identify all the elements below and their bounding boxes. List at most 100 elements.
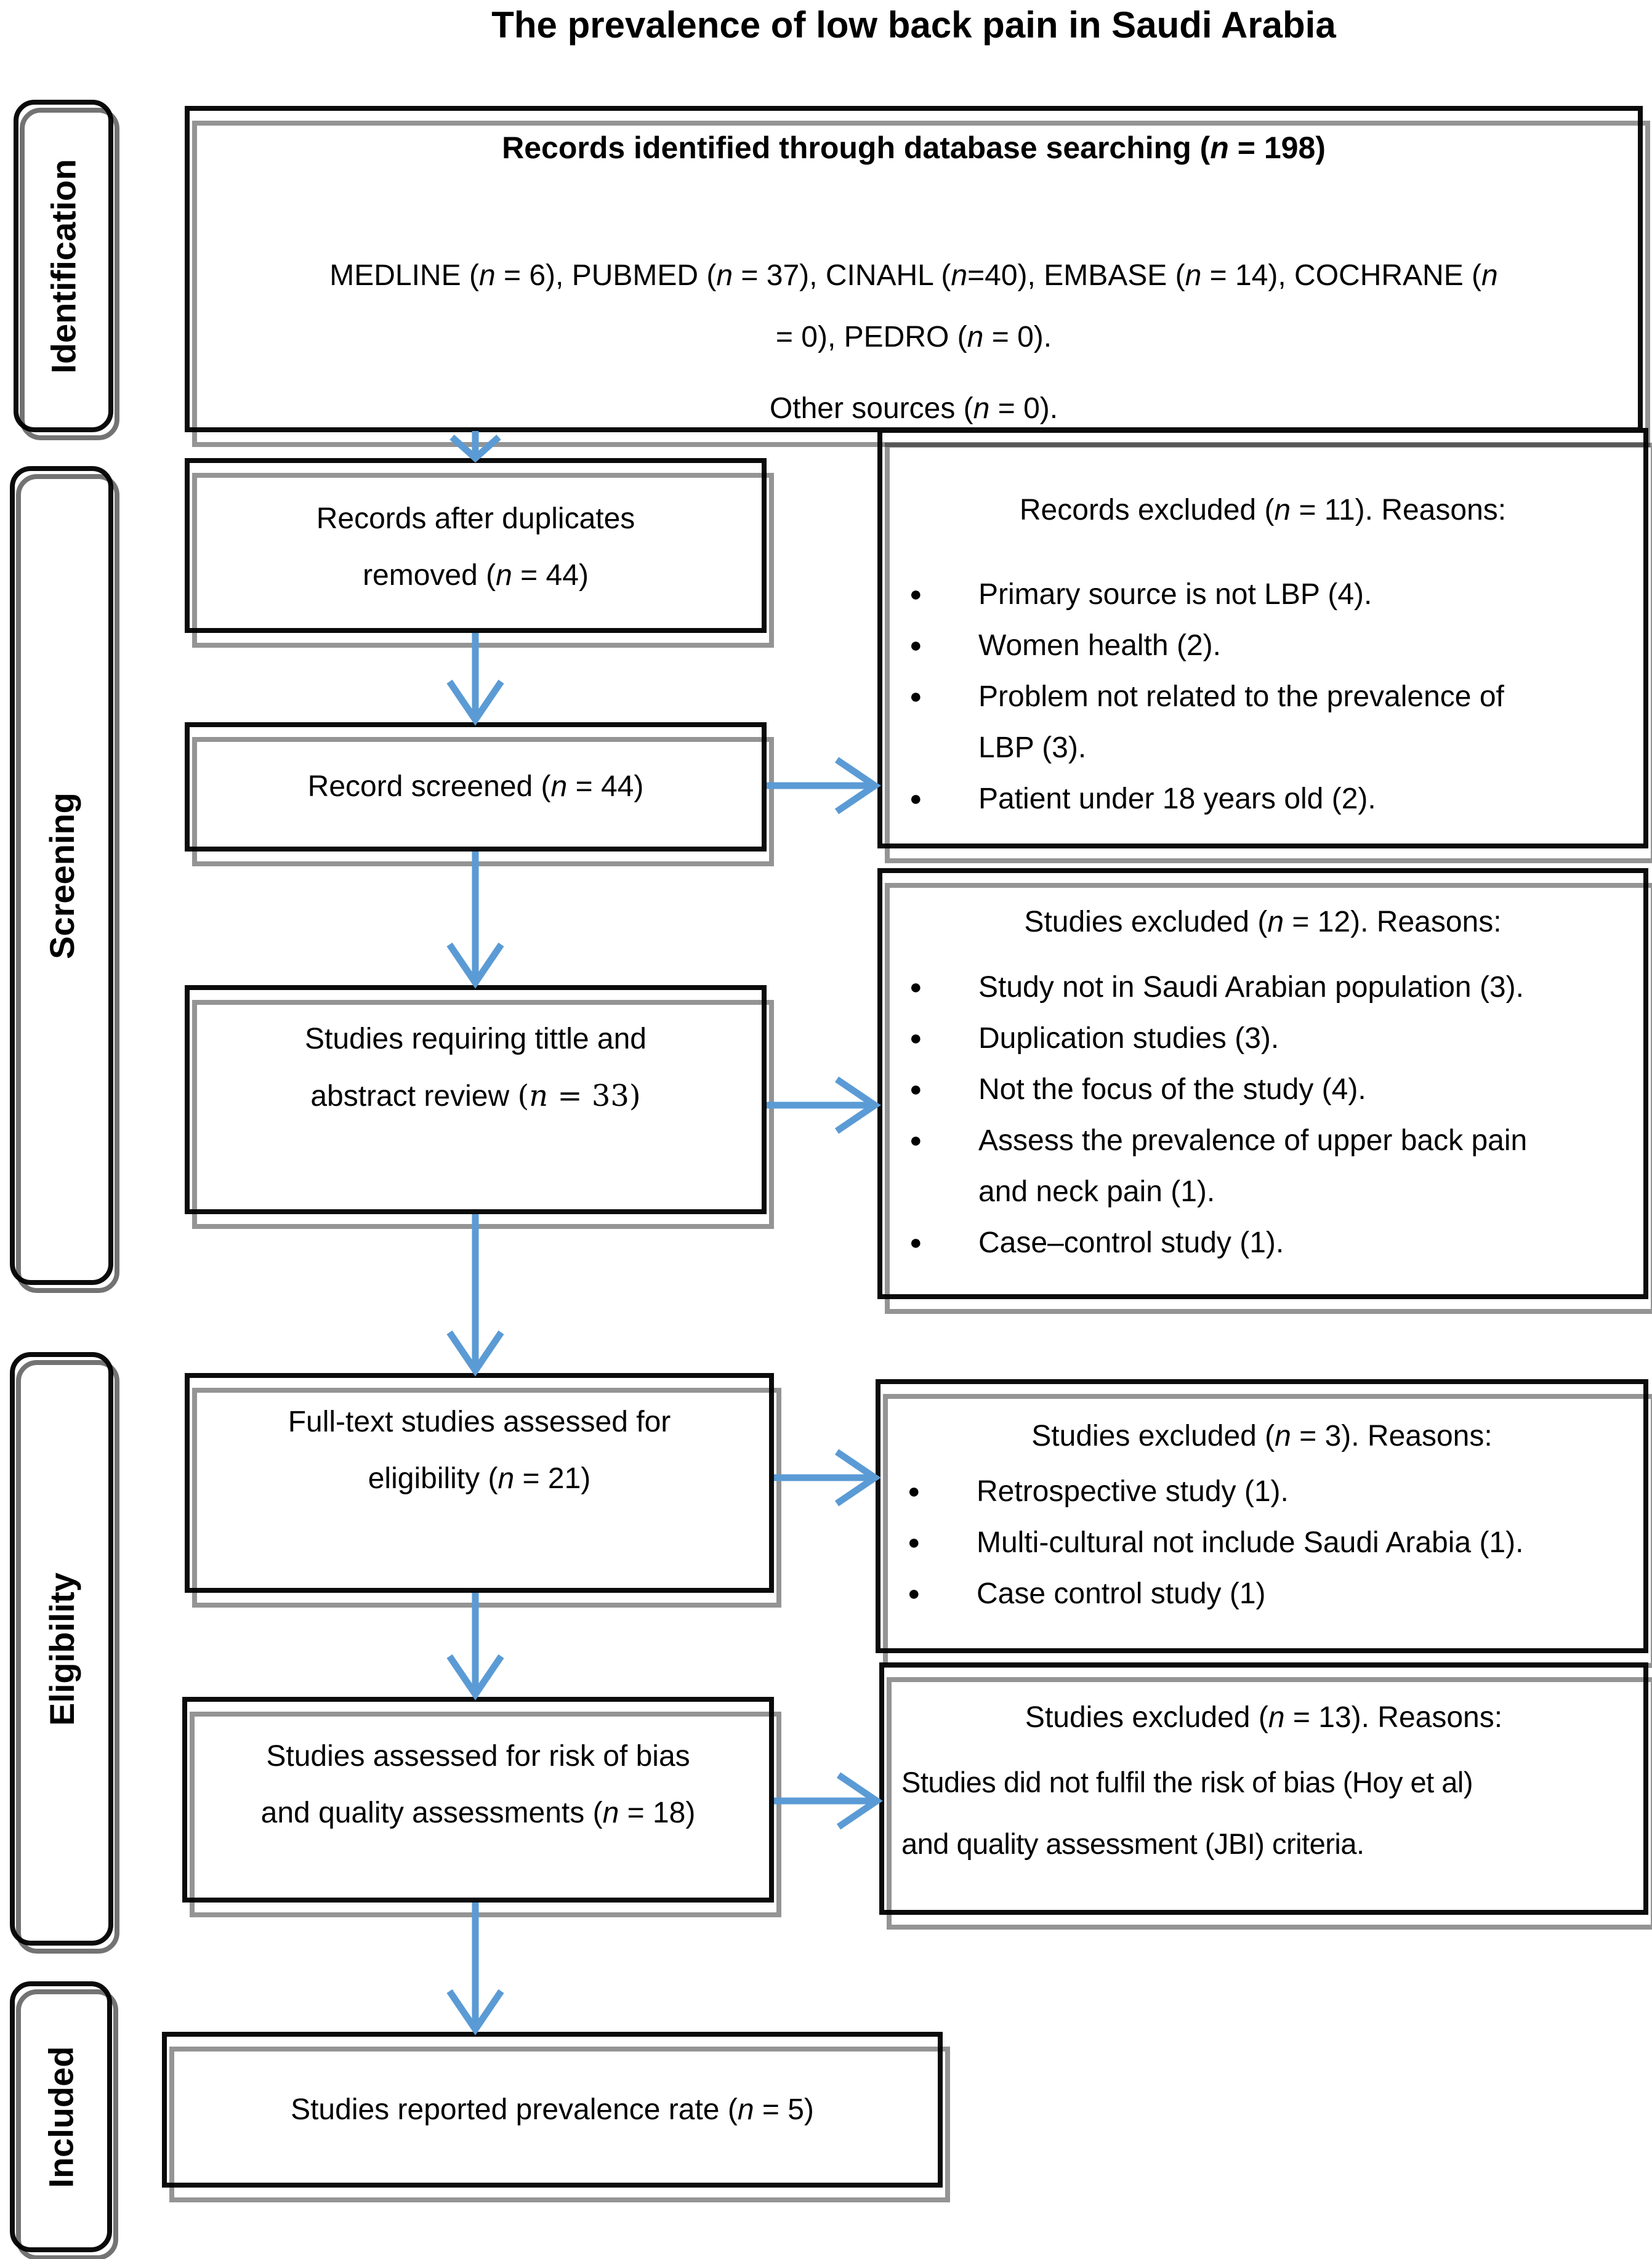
- text-line: Studies assessed for risk of bias: [266, 1740, 690, 1773]
- diagram-title: The prevalence of low back pain in Saudi…: [491, 4, 1336, 46]
- text-line: and quality assessment (JBI) criteria.: [901, 1827, 1364, 1860]
- arrow-down-title-abstract-to-fulltext: [446, 1214, 504, 1377]
- arrow-right-fulltext-to-excluded: [774, 1449, 881, 1507]
- arrow-down-fulltext-to-risk-of-bias: [446, 1593, 504, 1701]
- bullet-item: ● Primary source is not LBP (4).: [906, 569, 1643, 620]
- box-risk-of-bias-assessed: Studies assessed for risk of bias and qua…: [182, 1697, 774, 1903]
- text-segment: n: [1275, 1420, 1291, 1452]
- text-segment: n: [1210, 131, 1229, 165]
- studies-excluded-fulltext-reasons: ● Retrospective study (1). ● Multi-cultural…: [880, 1466, 1643, 1619]
- bullet-icon: ●: [908, 1582, 921, 1605]
- arrow-down-risk-of-bias-to-included: [446, 1903, 504, 2036]
- stage-identification: Identification: [14, 100, 113, 432]
- bullet-item: ● Women health (2).: [906, 620, 1643, 671]
- text-line: Studies reported prevalence rate (n = 5): [291, 2093, 814, 2126]
- text-line: Patient under 18 years old (2).: [978, 783, 1376, 815]
- stage-label: Screening: [42, 792, 81, 959]
- text-segment: n: [1267, 906, 1284, 938]
- bullet-item: ●Case–control study (1).: [906, 1217, 1643, 1268]
- studies-excluded-risk-of-bias-heading: Studies excluded (n = 13). Reasons:: [884, 1693, 1643, 1742]
- stage-label: Identification: [44, 158, 83, 374]
- text-line: Record screened (n = 44): [307, 770, 644, 803]
- bullet-icon: ●: [909, 634, 922, 657]
- bullet-icon: ●: [909, 787, 922, 810]
- box-records-screened: Record screened (n = 44): [185, 722, 767, 852]
- bullet-item: ●Assess the prevalence of upper back pai…: [906, 1115, 1643, 1217]
- text-segment: n: [737, 2093, 754, 2126]
- text-line: Study not in Saudi Arabian population (3…: [978, 971, 1524, 1004]
- bullet-icon: ●: [909, 685, 922, 708]
- text-line: MEDLINE (n = 6), PUBMED (n = 37), CINAHL…: [329, 259, 1498, 292]
- text-line: Not the focus of the study (4).: [978, 1073, 1366, 1106]
- studies-excluded-fulltext-heading: Studies excluded (n = 3). Reasons:: [880, 1412, 1643, 1461]
- bullet-icon: ●: [909, 975, 922, 999]
- text-segment: n: [1481, 259, 1498, 292]
- bullet-item: ● Case control study (1): [904, 1568, 1643, 1619]
- text-segment: n: [951, 259, 968, 292]
- text-line: = 0), PEDRO (n = 0).: [775, 321, 1052, 353]
- text-segment: n: [716, 259, 733, 292]
- bullet-text: Not the focus of the study (4).: [978, 1064, 1366, 1115]
- bullet-icon: ●: [909, 582, 922, 606]
- bullet-text: Retrospective study (1).: [977, 1466, 1289, 1517]
- bullet-icon: ●: [909, 1077, 922, 1101]
- box-studies-excluded-risk-of-bias: Studies excluded (n = 13). Reasons: Stud…: [879, 1662, 1648, 1915]
- bullet-text: Case control study (1): [977, 1568, 1266, 1619]
- text-segment: n: [1274, 494, 1291, 526]
- text-segment: n: [1185, 259, 1202, 292]
- text-line: Multi-cultural not include Saudi Arabia …: [977, 1526, 1524, 1559]
- stage-eligibility: Eligibility: [10, 1352, 113, 1946]
- bullet-icon: ●: [908, 1480, 921, 1503]
- box-records-excluded: Records excluded (n = 11). Reasons: ● Pri…: [877, 428, 1648, 848]
- text-segment: n: [550, 770, 568, 803]
- records-identified-heading: Records identified through database sear…: [190, 123, 1638, 172]
- records-identified-sources: MEDLINE (n = 6), PUBMED (n = 37), CINAHL…: [190, 245, 1638, 368]
- text-segment: n: [498, 1462, 515, 1495]
- box-studies-excluded-title-abstract: Studies excluded (n = 12). Reasons: ● Stu…: [877, 868, 1648, 1299]
- text-line: eligibility (n = 21): [368, 1462, 591, 1495]
- stage-label: Eligibility: [42, 1572, 81, 1726]
- text-line: LBP (3).: [978, 731, 1087, 764]
- text-line: abstract review (n = 33): [310, 1079, 641, 1113]
- text-line: and quality assessments (n = 18): [260, 1797, 696, 1829]
- text-line: Duplication studies (3).: [978, 1022, 1279, 1055]
- bullet-text: Women health (2).: [978, 620, 1221, 671]
- bullet-icon: ●: [909, 1129, 922, 1152]
- arrow-down-screened-to-title-abstract: [446, 852, 504, 989]
- text-segment: n: [1268, 1701, 1285, 1734]
- bullet-icon: ●: [908, 1531, 921, 1554]
- text-line: Other sources (n = 0).: [769, 392, 1058, 425]
- stage-screening: Screening: [10, 466, 113, 1285]
- box-title-abstract-review: Studies requiring tittle and abstract rev…: [185, 985, 767, 1214]
- box-records-identified: Records identified through database sear…: [185, 106, 1643, 432]
- text-line: Records after duplicates: [316, 502, 635, 535]
- text-line: Retrospective study (1).: [977, 1475, 1289, 1508]
- text-segment: n: [529, 1079, 549, 1113]
- bullet-item: ● Not the focus of the study (4).: [906, 1064, 1643, 1115]
- bullet-text: Multi-cultural not include Saudi Arabia …: [977, 1517, 1523, 1568]
- bullet-text: Patient under 18 years old (2).: [978, 773, 1376, 824]
- text-segment: n: [602, 1797, 619, 1829]
- bullet-item: ●Duplication studies (3).: [906, 1013, 1643, 1064]
- bullet-icon: ●: [909, 1231, 922, 1254]
- bullet-item: ● Retrospective study (1).: [904, 1466, 1643, 1517]
- text-line: Problem not related to the prevalence of: [978, 680, 1504, 713]
- text-segment: n: [973, 392, 990, 425]
- text-segment: (: [517, 1079, 530, 1113]
- text-line: Studies requiring tittle and: [305, 1023, 647, 1055]
- bullet-item: ● Patient under 18 years old (2).: [906, 773, 1643, 824]
- stage-included: Included: [10, 1981, 112, 2252]
- studies-excluded-title-abstract-reasons: ● Study not in Saudi Arabian population (…: [882, 962, 1643, 1268]
- studies-excluded-risk-of-bias-note: Studies did not fulfil the risk of bias …: [884, 1752, 1643, 1875]
- text-line: Primary source is not LBP (4).: [978, 578, 1372, 611]
- text-line: Records excluded (n = 11). Reasons:: [1019, 494, 1507, 526]
- arrow-down-identified-to-duplicates: [449, 431, 501, 463]
- text-line: and neck pain (1).: [978, 1175, 1215, 1208]
- text-line: removed (n = 44): [363, 559, 589, 592]
- studies-excluded-title-abstract-heading: Studies excluded (n = 12). Reasons:: [882, 898, 1643, 947]
- text-line: Records identified through database sear…: [502, 131, 1326, 165]
- records-identified-other-sources: Other sources (n = 0).: [190, 384, 1638, 433]
- bullet-text: Duplication studies (3).: [978, 1013, 1279, 1064]
- stage-label: Included: [41, 2045, 81, 2188]
